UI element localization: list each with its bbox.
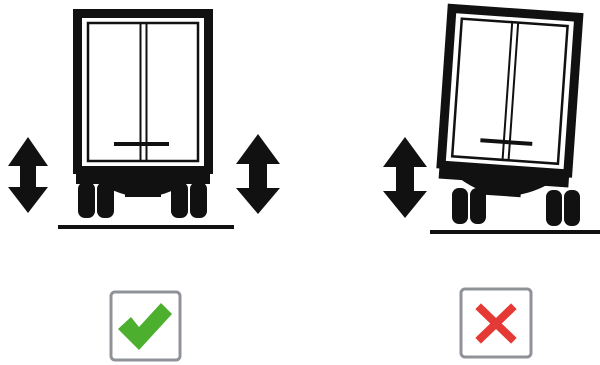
trailer bbox=[73, 9, 213, 218]
door-handle bbox=[114, 142, 169, 146]
cross-icon bbox=[475, 303, 517, 344]
door-handle bbox=[480, 138, 533, 146]
ground-line bbox=[58, 225, 234, 229]
checkmark-icon bbox=[118, 303, 172, 350]
incorrect-indicator bbox=[459, 287, 533, 359]
wheel bbox=[190, 182, 207, 218]
correct-panel bbox=[8, 9, 280, 362]
up-down-arrow-icon bbox=[383, 137, 427, 218]
wheel bbox=[97, 182, 114, 218]
wheel bbox=[452, 188, 468, 224]
wheel bbox=[546, 190, 562, 226]
ground-line bbox=[430, 230, 600, 234]
up-down-arrow-icon bbox=[236, 134, 280, 214]
up-down-arrow-icon bbox=[8, 137, 48, 213]
wheel bbox=[564, 190, 580, 226]
incorrect-panel bbox=[383, 3, 600, 359]
wheel bbox=[171, 182, 188, 218]
trailer bbox=[436, 3, 584, 198]
wheel bbox=[470, 188, 486, 224]
wheel bbox=[78, 182, 95, 218]
correct-indicator bbox=[109, 290, 182, 362]
